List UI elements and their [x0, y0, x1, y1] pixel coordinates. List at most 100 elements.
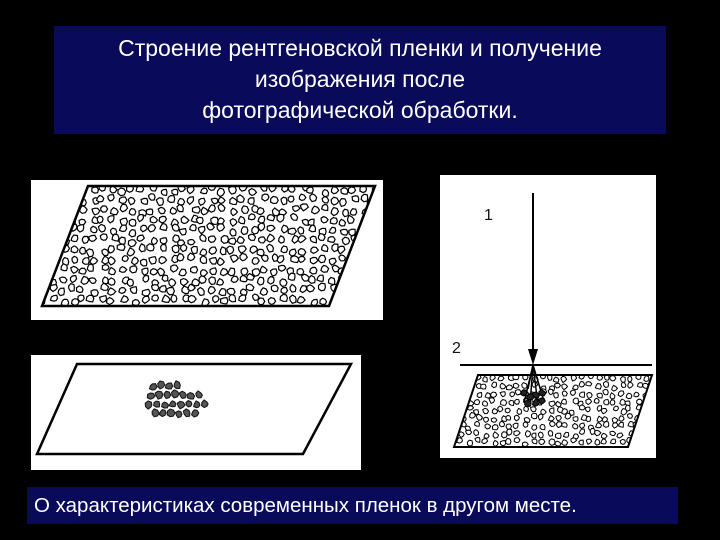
grain	[579, 422, 586, 429]
grain	[301, 218, 310, 226]
grain	[220, 297, 229, 305]
grain	[578, 380, 586, 388]
grain	[230, 207, 239, 217]
grain	[236, 235, 246, 244]
grain	[531, 438, 538, 445]
grain	[42, 274, 46, 283]
grain	[644, 424, 650, 432]
title-line-2: изображения после	[254, 66, 466, 92]
grain	[300, 273, 311, 282]
grain	[57, 287, 66, 297]
grain	[240, 226, 249, 236]
grain	[490, 417, 498, 423]
grain	[531, 424, 538, 431]
grain	[360, 263, 369, 272]
grain	[57, 205, 67, 214]
grain	[297, 226, 305, 235]
grain	[85, 248, 95, 258]
grain	[42, 186, 47, 195]
grain	[259, 265, 268, 274]
grain	[101, 255, 110, 265]
grain	[289, 212, 299, 221]
grain	[178, 227, 187, 236]
grain	[238, 215, 246, 225]
grain	[289, 283, 297, 293]
grain	[516, 407, 523, 416]
grain	[166, 408, 176, 418]
grain	[117, 187, 127, 197]
grain	[480, 383, 487, 390]
grain	[504, 407, 511, 414]
grain	[561, 421, 568, 428]
grain	[100, 205, 109, 213]
grain	[572, 397, 579, 405]
grain	[540, 408, 547, 416]
grain	[121, 255, 129, 263]
grain	[609, 392, 616, 400]
grain	[611, 416, 619, 425]
grain	[75, 285, 84, 294]
grain	[561, 439, 569, 446]
grain	[617, 390, 625, 398]
grain	[178, 390, 187, 399]
grain	[199, 254, 208, 265]
grain	[560, 375, 568, 384]
grain	[531, 398, 541, 407]
grain	[633, 391, 640, 398]
grain	[330, 186, 340, 195]
grain	[245, 272, 256, 281]
grain	[229, 196, 238, 206]
grain	[572, 422, 579, 430]
grain	[339, 228, 349, 236]
grain	[158, 215, 168, 224]
grain	[337, 245, 346, 255]
grain	[171, 244, 180, 254]
grain	[522, 421, 529, 428]
grain	[210, 197, 219, 205]
grain	[561, 383, 569, 391]
grain	[160, 243, 167, 252]
grain	[69, 274, 78, 284]
grain	[627, 420, 635, 428]
grain	[538, 438, 546, 446]
grain	[297, 247, 307, 256]
grain	[139, 258, 148, 267]
grain	[176, 203, 184, 213]
grain	[594, 438, 601, 446]
grain	[90, 289, 99, 298]
grain	[229, 218, 238, 228]
grain	[454, 375, 456, 379]
grain	[454, 381, 459, 389]
grain	[636, 398, 643, 405]
grain	[229, 227, 237, 237]
grain	[338, 218, 347, 227]
grain	[330, 206, 340, 217]
grain	[167, 194, 176, 204]
grain	[342, 208, 350, 218]
grain	[371, 293, 375, 303]
grain	[505, 414, 512, 421]
grain	[168, 400, 177, 408]
grain	[537, 413, 544, 421]
grain	[216, 187, 226, 198]
grain	[236, 194, 245, 204]
grain	[466, 382, 473, 390]
grain	[564, 412, 572, 420]
grain	[88, 277, 97, 285]
grain	[618, 415, 625, 422]
film-sheet-outline	[40, 184, 377, 308]
grain	[637, 431, 644, 439]
grain	[370, 257, 375, 267]
grain	[230, 275, 239, 284]
grain	[160, 188, 168, 197]
grain	[163, 390, 172, 400]
grain	[42, 237, 51, 246]
grain	[42, 288, 46, 298]
grain	[158, 409, 167, 418]
grain	[589, 427, 597, 436]
grain	[548, 438, 556, 446]
title-box: Строение рентгеновской пленки и получени…	[54, 26, 666, 134]
grain	[199, 233, 207, 242]
grain	[141, 295, 151, 305]
grain	[111, 233, 120, 242]
